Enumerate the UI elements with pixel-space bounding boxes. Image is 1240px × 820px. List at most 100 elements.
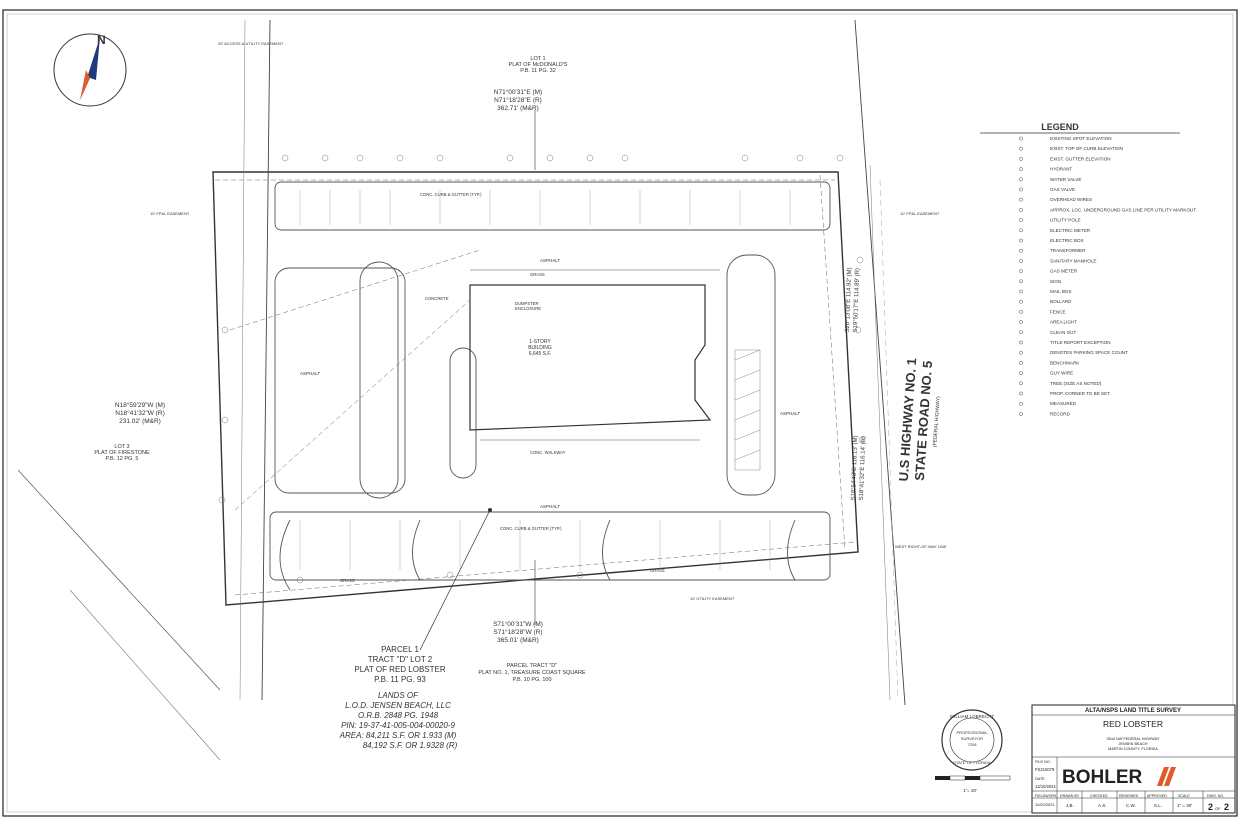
legend-item: UTILITY POLE [1050, 218, 1081, 223]
grass-label-3: GRASS [650, 568, 665, 573]
south-bearing-measured: S71°00'31"W (M) [493, 620, 543, 628]
east-upper-bearing-1: S20°13'08"E 114.92' (M) [845, 267, 853, 332]
legend-symbol-icon [1019, 401, 1023, 406]
sheet-no: 2 [1208, 802, 1213, 812]
road-center [879, 179, 899, 701]
legend-symbol-icon [1019, 299, 1023, 304]
south-bearing-distance: 365.01' (M&R) [497, 637, 539, 644]
legend-symbol-icon [1019, 228, 1023, 233]
reviewed-label: REVIEWED [1119, 794, 1139, 798]
parcel-boundary [212, 171, 859, 606]
file-no-label: FILE NO. [1035, 760, 1051, 764]
legend-symbol-icon [1019, 197, 1023, 202]
legend-item: BOLLARD [1050, 299, 1072, 304]
date-label: DATE [1035, 777, 1045, 781]
north-lot-line2: PLAT OF McDONALD'S [509, 62, 568, 68]
asphalt-label-1: ASPHALT [300, 371, 320, 376]
access-easement-label: 25' ACCESS & UTILITY EASEMENT [218, 41, 284, 46]
seal-line4: 7208 [968, 742, 978, 747]
legend-item: DENOTES PARKING SPACE COUNT [1050, 350, 1128, 355]
north-lot-line3: P.B. 11 PG. 32 [520, 68, 556, 74]
west-lot-line1: LOT 3 [114, 444, 129, 450]
legend-item: FENCE [1050, 309, 1066, 314]
parking-stripes [299, 190, 791, 570]
file-no: FS210079 [1035, 767, 1055, 772]
fieldwork-value: 11/02/2021 [1035, 802, 1055, 807]
surveyor-seal: WILLIAM LOBRECHT PROFESSIONAL SURVEYOR 7… [941, 709, 1003, 771]
south-bearing-record: S71°18'28"W (R) [493, 628, 542, 636]
legend-item: TRANSFORMER [1050, 248, 1086, 253]
east-upper-bearing-2: S19°50'17"E 114.89' (R) [853, 268, 861, 333]
road-name-3: (FEDERAL HIGHWAY) [932, 396, 942, 448]
drawn-value: J.B. [1066, 803, 1074, 808]
legend-symbol-icon [1019, 361, 1023, 365]
legend-symbol-icon [1019, 238, 1023, 243]
reviewed-value: C.W. [1126, 803, 1136, 808]
legend-symbol-icon [1019, 330, 1023, 335]
legend-item: EXISTING SPOT ELEVATION [1050, 136, 1112, 141]
tract-line2: PLAT NO. 1, TREASURE COAST SQUARE [478, 670, 586, 676]
parcel-line1: PARCEL 1 [381, 645, 419, 654]
legend-symbol-icon [1019, 289, 1023, 294]
tract-line3: P.B. 10 PG. 100 [512, 677, 551, 683]
legend-item: GAS VALVE [1050, 187, 1075, 192]
survey-title: ALTA/NSPS LAND TITLE SURVEY [1085, 708, 1181, 714]
west-bearing-measured: N18°59'29"W (M) [115, 401, 165, 409]
firm-logo: BOHLER [1062, 767, 1143, 788]
west-bearing-distance: 231.02' (M&R) [119, 418, 161, 425]
grass-label-2: GRASS [340, 578, 355, 583]
legend-item: MAIL BOX [1050, 289, 1072, 294]
east-lower-bearing-2: S18°41'32"E 116.14' (R) [859, 436, 867, 501]
legend-item: OVERHEAD WIRES [1050, 197, 1092, 202]
legend-item: TREE (SIZE AS NOTED) [1050, 381, 1102, 386]
scale-value: 1" = 30' [1177, 803, 1192, 808]
row-line-east-2 [869, 164, 891, 701]
fpl-easement-label-2: 10' FP&L EASEMENT [900, 211, 940, 216]
legend-symbol-icon [1019, 310, 1023, 314]
north-lot-line1: LOT 1 [530, 56, 545, 62]
north-arrow-icon: N [53, 33, 127, 107]
parcel-line4: P.B. 11 PG. 93 [374, 675, 426, 684]
fieldwork-label: FIELDWORK [1035, 794, 1057, 798]
legend-symbol-icon [1019, 208, 1023, 212]
hatched-area [734, 349, 761, 471]
legend-symbol-icon [1019, 350, 1023, 355]
seal-line2: PROFESSIONAL [956, 730, 988, 735]
drawn-label: DRAWN BY [1060, 794, 1080, 798]
legend-symbol-icon [1019, 177, 1023, 182]
parcel-line2: TRACT "D" LOT 2 [368, 655, 433, 664]
row-line-east [854, 19, 906, 706]
approved-label: APPROVED [1147, 794, 1167, 798]
legend-item: SANITARY MANHOLE [1050, 258, 1096, 263]
legend-item: TITLE REPORT EXCEPTION [1050, 340, 1111, 345]
legend-item: AREA LIGHT [1050, 320, 1077, 325]
legend-item: WATER VALVE [1050, 177, 1081, 182]
scale-label: SCALE [1178, 794, 1190, 798]
legend-symbol-icon [1019, 187, 1023, 192]
utility-easement-label: 10' UTILITY EASEMENT [690, 596, 735, 601]
legend-item: EXIST. GUTTER ELEVATION [1050, 156, 1111, 161]
project-address-2: JENSEN BEACH [1118, 742, 1147, 746]
north-letter: N [97, 33, 106, 47]
legend-symbol-icon [1019, 381, 1023, 386]
fpl-easement-label: 10' FP&L EASEMENT [150, 211, 190, 216]
scale-bar-label: 1"= 30' [963, 788, 977, 793]
legend-title: LEGEND [1041, 122, 1079, 132]
legend-symbol-icon [1019, 340, 1023, 345]
grass-label-1: GRASS [530, 272, 545, 277]
legend-symbol-icon [1019, 279, 1023, 284]
west-lot-line2: PLAT OF FIRESTONE [94, 450, 150, 456]
legend-symbol-icon [1019, 259, 1023, 263]
seal-line3: SURVEYOR [961, 736, 983, 741]
west-access-line-2 [239, 19, 246, 701]
parcel-line3: PLAT OF RED LOBSTER [354, 665, 446, 674]
seal-line5: STATE OF FLORIDA [953, 760, 991, 765]
asphalt-label-3: ASPHALT [540, 504, 560, 509]
west-bearing-record: N18°41'32"W (R) [115, 409, 165, 417]
sheet-of: OF [1215, 806, 1221, 811]
parcel-leader [419, 509, 491, 651]
legend-item: MEASURED [1050, 401, 1077, 406]
legend-item: ELECTRIC BOX [1050, 238, 1084, 243]
